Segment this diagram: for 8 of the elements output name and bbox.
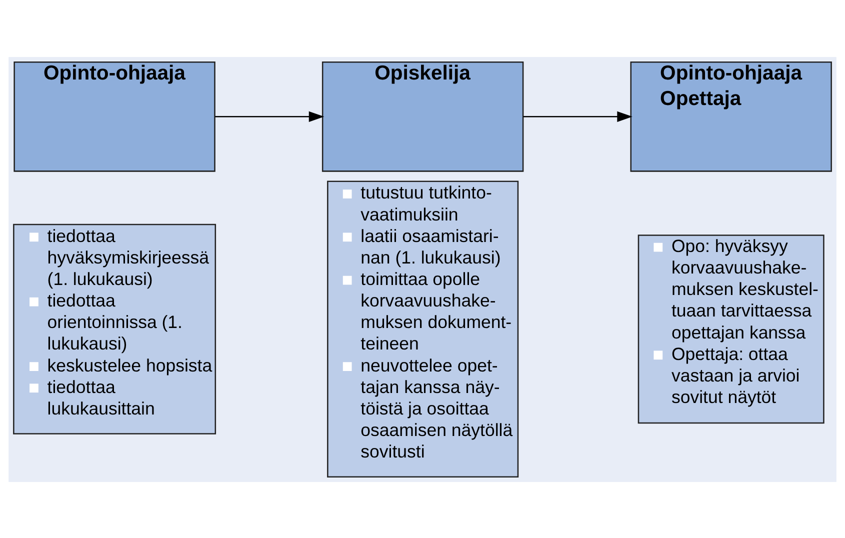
node-box: tutustuu tutkinto- vaatimuksiin laatii osaamistari- nan (1. lukukausi) toimittaa opolle korvaavuushake- muksen dokument- teineen neuvottelee opet- tajan kanssa näy- töistä ja osoittaa osaamisen näytöllä sovitusti: [327, 180, 519, 478]
node-box: tiedottaa hyväksymiskirjeessä (1. lukukausi) tiedottaa orientoinnissa (1. lukukausi) keskustelee hopsista tiedottaa lukukausittain: [13, 223, 216, 434]
node-box: Opinto-ohjaaja Opettaja: [630, 60, 832, 172]
node-box: Opo: hyväksyy korvaavuushake- muksen keskustel- tuaan tarvittaessa opettajan kanssa Opettaja: ottaa vastaan ja arvioi sovitut näytöt: [638, 234, 824, 424]
node-box: Opinto-ohjaaja: [14, 60, 216, 172]
arrow: [523, 110, 632, 122]
arrow: [215, 110, 324, 122]
node-box: Opiskelija: [322, 60, 524, 172]
